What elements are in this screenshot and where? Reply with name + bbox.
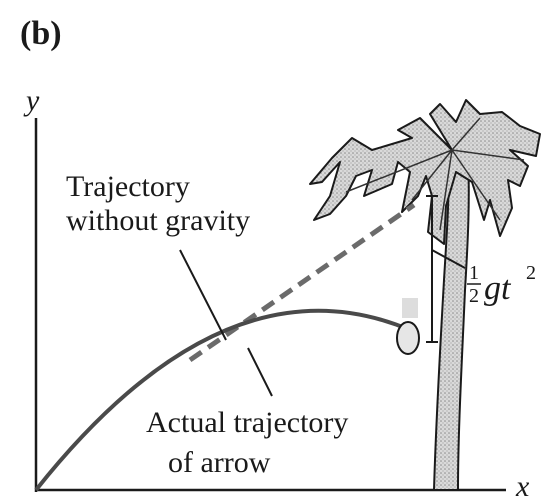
coconut-body — [396, 321, 420, 355]
panel-label: (b) — [20, 15, 62, 52]
trajectory-without-gravity — [188, 202, 416, 363]
actual-trajectory — [34, 308, 411, 492]
leader-without-gravity — [179, 249, 227, 341]
label-without-gravity-line2: without gravity — [66, 204, 250, 237]
palm-frond-veins — [345, 117, 525, 231]
label-without-gravity-line1: Trajectory — [66, 170, 190, 203]
drop-indicator — [426, 195, 466, 343]
formula-numerator: 1 — [469, 262, 479, 284]
formula-expression: gt — [484, 270, 512, 307]
formula-exponent: 2 — [526, 262, 536, 284]
palm-foliage — [309, 99, 541, 245]
y-axis-label: y — [23, 84, 40, 117]
formula-denominator: 2 — [469, 285, 479, 307]
label-actual-line1: Actual trajectory — [146, 406, 348, 439]
drop-formula: 1 2 gt 2 — [467, 262, 536, 307]
coconut-blur — [402, 298, 418, 318]
axes: y x — [23, 84, 530, 499]
x-axis-label: x — [515, 470, 530, 499]
formula-gt: gt — [484, 270, 512, 307]
coconut — [396, 298, 420, 355]
drop-label-leader — [431, 249, 466, 269]
palm-tree — [309, 99, 541, 491]
label-actual-line2: of arrow — [168, 446, 271, 479]
leader-actual-trajectory — [247, 347, 273, 397]
